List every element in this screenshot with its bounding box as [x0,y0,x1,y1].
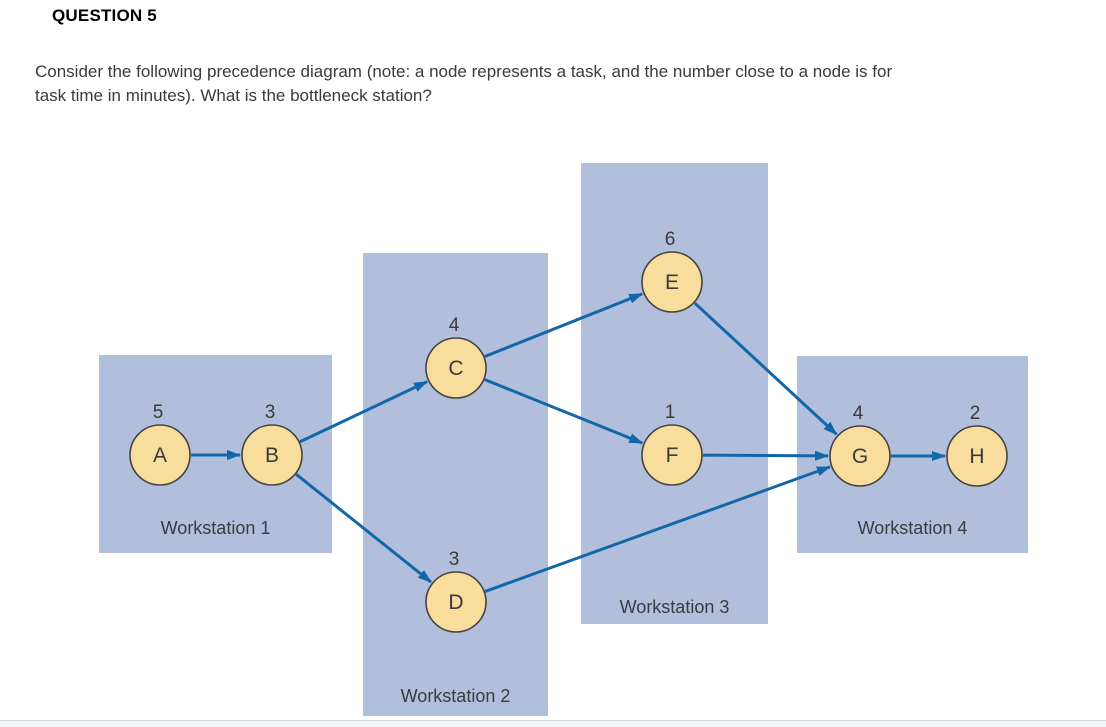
task-letter-C: C [448,357,463,380]
task-time-D: 3 [449,549,460,570]
page-bottom-divider [0,720,1106,727]
task-circle-C [425,337,487,399]
task-node-D: 3D [425,549,487,633]
task-time-F: 1 [665,402,676,423]
question-title: QUESTION 5 [52,6,157,25]
task-letter-G: G [852,445,868,468]
workstation-label-1: Workstation 1 [161,518,271,538]
task-time-H: 2 [970,403,981,424]
task-circle-G [829,425,891,487]
edge-B-to-D [295,473,432,584]
task-node-A: 5A [129,402,191,486]
task-letter-D: D [448,591,463,614]
task-node-H: 2H [946,403,1008,487]
workstation-box-2 [363,253,548,716]
question-text: Consider the following precedence diagra… [35,60,1095,108]
task-circle-A [129,424,191,486]
edge-E-to-G [693,301,838,436]
task-node-G: 4G [829,403,891,487]
workstation-label-3: Workstation 3 [620,597,730,617]
edge-D-to-G [484,465,831,593]
task-node-C: 4C [425,315,487,399]
edge-B-to-C [299,380,428,444]
task-circle-B [241,424,303,486]
task-circle-D [425,571,487,633]
task-circle-H [946,425,1008,487]
task-time-E: 6 [665,229,676,250]
task-letter-H: H [969,445,984,468]
question-text-line1: Consider the following precedence diagra… [35,62,893,81]
task-letter-A: A [153,444,167,467]
task-time-G: 4 [853,403,864,424]
task-letter-E: E [665,271,679,294]
task-time-C: 4 [449,315,460,336]
task-circle-E [641,251,703,313]
edge-C-to-E [484,292,644,358]
task-node-E: 6E [641,229,703,313]
task-time-A: 5 [153,402,164,423]
edge-F-to-G [702,450,830,461]
task-node-F: 1F [641,402,703,486]
task-node-B: 3B [241,402,303,486]
task-circle-F [641,424,703,486]
task-letter-F: F [666,444,679,467]
edge-C-to-F [484,378,644,445]
question-text-line2: task time in minutes). What is the bottl… [35,86,432,105]
task-letter-B: B [265,444,279,467]
task-time-B: 3 [265,402,276,423]
workstation-box-3 [581,163,768,624]
workstation-label-4: Workstation 4 [858,518,968,538]
workstation-label-2: Workstation 2 [401,686,511,706]
